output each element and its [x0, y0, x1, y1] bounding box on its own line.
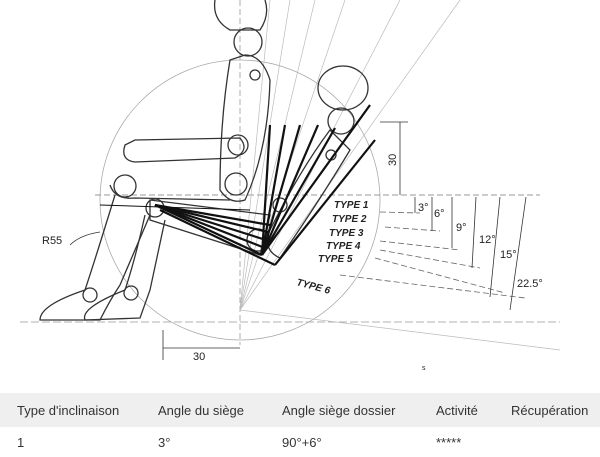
horizontal-dimension-label: 30: [193, 351, 205, 363]
cell-recovery: [494, 427, 600, 457]
header-seat-back-angle: Angle siège dossier: [265, 393, 419, 427]
type-label: TYPE 4: [326, 241, 361, 252]
angle-label: 9°: [456, 222, 467, 234]
cell-seat-angle: 3°: [158, 434, 171, 450]
cell-seat-back-angle: 90°+6°: [282, 434, 322, 450]
table-header-row: Type d'inclinaison Angle du siège Angle …: [0, 393, 600, 427]
angle-labels: 3° 6° 9° 12° 15° 22.5°: [418, 202, 543, 290]
angle-label: 12°: [479, 234, 496, 246]
vertical-dimension-label: 30: [387, 154, 399, 166]
cell-activity: *****: [436, 434, 462, 450]
upright-figure: [39, 0, 271, 321]
table-row: 1 3° 90°+6° *****: [0, 427, 600, 457]
angle-label: 22.5°: [517, 278, 543, 290]
angle-label: 15°: [500, 249, 517, 261]
header-seat-angle: Angle du siège: [141, 393, 265, 427]
type-label: TYPE 1: [334, 200, 369, 211]
small-mark: s: [422, 365, 426, 372]
angle-label: 3°: [418, 202, 429, 214]
cell-type: 1: [17, 434, 25, 450]
type-label: TYPE 5: [318, 254, 353, 265]
header-activity: Activité: [419, 393, 494, 427]
seat-back-lines: [99, 104, 376, 266]
inclination-table: Type d'inclinaison Angle du siège Angle …: [0, 393, 600, 457]
type-label: TYPE 6: [295, 277, 332, 297]
header-type: Type d'inclinaison: [0, 393, 141, 427]
seat-inclination-diagram: TYPE 1 TYPE 2 TYPE 3 TYPE 4 TYPE 5 TYPE …: [20, 0, 561, 372]
type-label: TYPE 2: [332, 214, 367, 225]
type-label: TYPE 3: [329, 228, 364, 239]
radius-label: R55: [42, 235, 62, 247]
header-recovery: Récupération: [494, 393, 600, 427]
type-labels: TYPE 1 TYPE 2 TYPE 3 TYPE 4 TYPE 5 TYPE …: [295, 200, 369, 297]
angle-label: 6°: [434, 208, 445, 220]
